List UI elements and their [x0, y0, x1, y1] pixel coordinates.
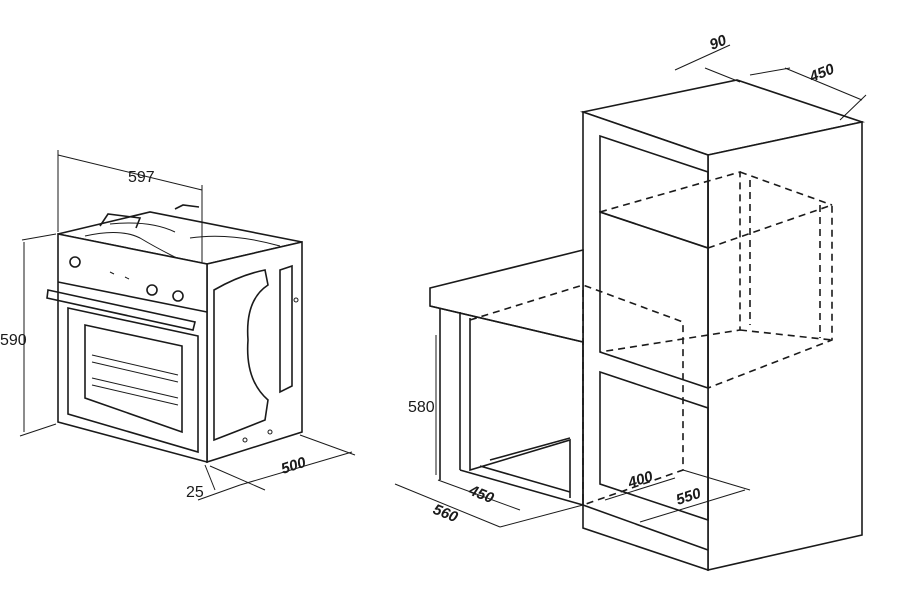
oven-overhang-label: 25 — [186, 484, 204, 501]
oven-drawing — [46, 204, 303, 464]
top-vent-label: 90 — [707, 31, 729, 53]
worktop — [429, 248, 584, 344]
oven-depth-label: 500 — [279, 454, 309, 478]
door-handle — [46, 289, 196, 331]
control-knob — [172, 290, 184, 302]
tall-cabinet-side — [707, 121, 863, 572]
oven-height-label: 590 — [0, 332, 27, 349]
cabinet-height-label: 580 — [408, 399, 435, 416]
outer-depth-label: 560 — [431, 501, 461, 526]
oven-width-label: 597 — [128, 169, 155, 186]
oven-dimensions: 597 590 500 25 — [0, 150, 356, 501]
control-knob — [69, 256, 81, 268]
cabinet-drawing — [429, 79, 866, 572]
inner-depth-label: 450 — [466, 482, 497, 508]
oven-side — [206, 240, 303, 464]
control-knob — [146, 284, 158, 296]
top-depth-label: 450 — [806, 60, 837, 86]
